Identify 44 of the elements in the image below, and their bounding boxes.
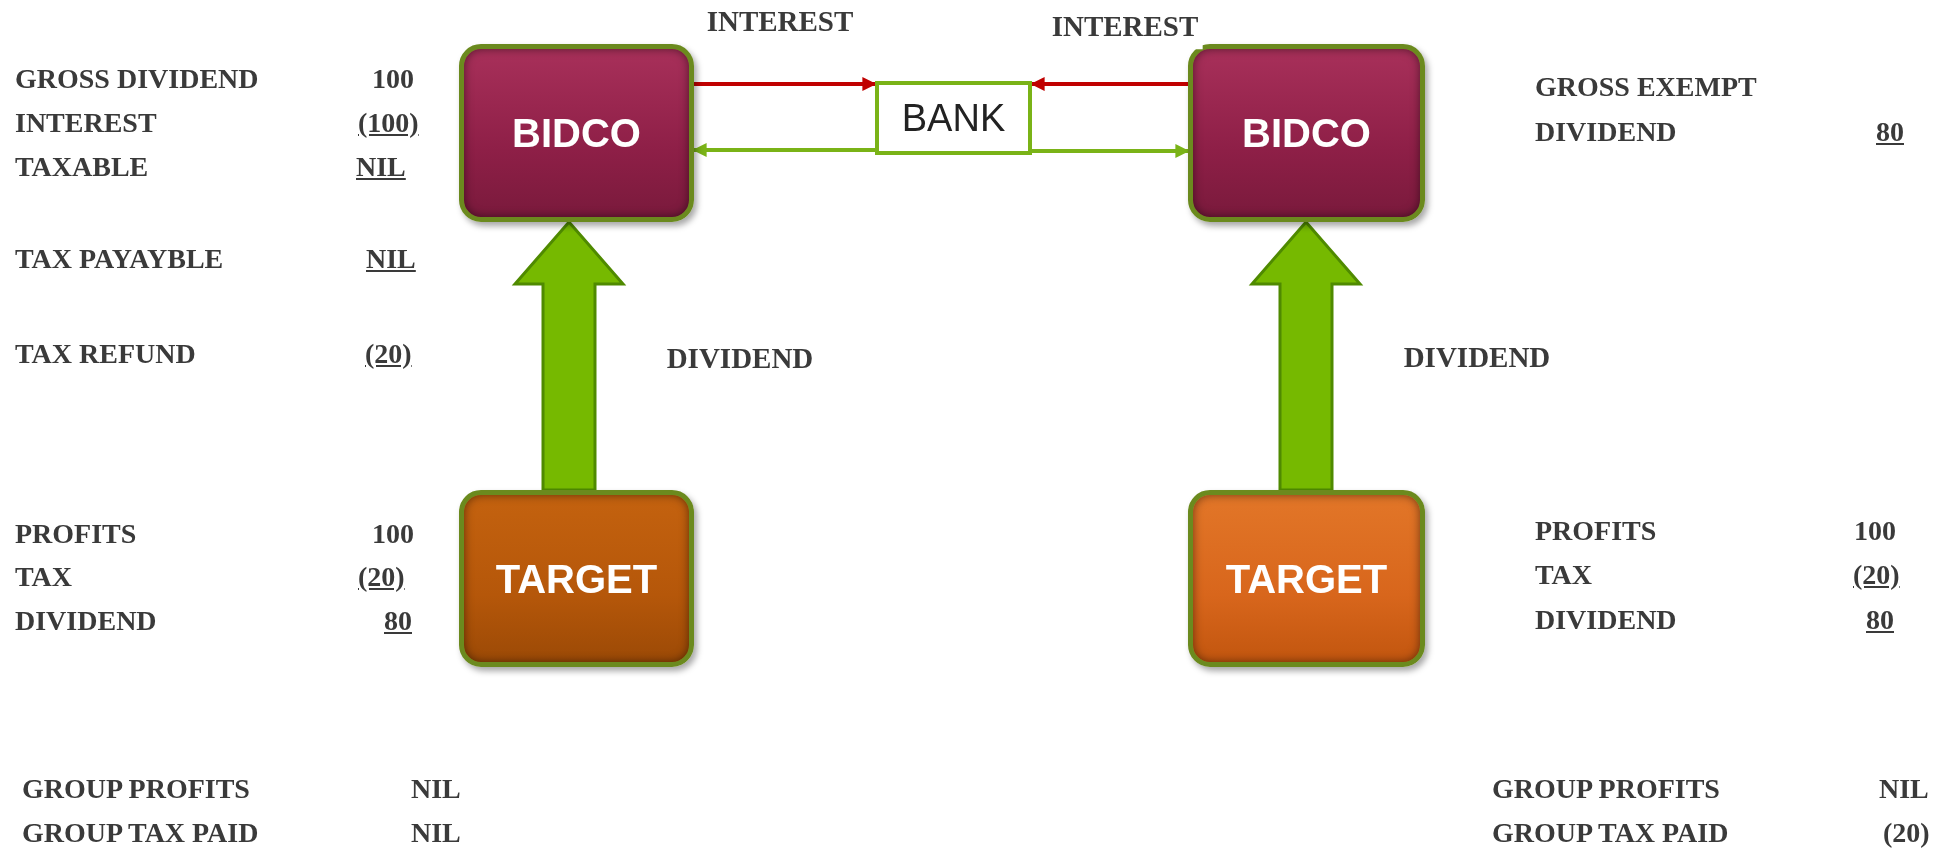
table-text: PROFITS <box>15 520 137 548</box>
table-text: DIVIDEND <box>1535 118 1677 146</box>
table-text: 80 <box>1876 118 1904 146</box>
table-text: TAX <box>1535 561 1593 589</box>
table-text: TAX REFUND <box>15 340 196 368</box>
table-text: NIL <box>411 775 461 803</box>
table-text: 80 <box>1866 606 1894 634</box>
arrow <box>1032 144 1190 158</box>
table-text: 100 <box>372 65 414 93</box>
table-text: PROFITS <box>1535 517 1657 545</box>
table-text: TAXABLE <box>15 153 149 181</box>
table-text: (20) <box>358 563 405 591</box>
table-text: GROUP TAX PAID <box>1492 819 1729 847</box>
table-text: 100 <box>372 520 414 548</box>
table-text: TAX <box>15 563 73 591</box>
table-text: (20) <box>1883 819 1930 847</box>
table-text: NIL <box>1879 775 1929 803</box>
thick-arrow <box>511 219 627 492</box>
table-text: GROUP TAX PAID <box>22 819 259 847</box>
table-text: GROUP PROFITS <box>22 775 250 803</box>
table-text: NIL <box>366 245 416 273</box>
table-text: (100) <box>358 109 419 137</box>
table-text: (20) <box>1853 561 1900 589</box>
table-text: GROUP PROFITS <box>1492 775 1720 803</box>
table-text: GROSS DIVIDEND <box>15 65 259 93</box>
thick-arrow <box>1248 219 1364 492</box>
company-box: TARGET <box>1188 490 1425 667</box>
table-text: 100 <box>1854 517 1896 545</box>
table-text: INTEREST <box>15 109 157 137</box>
arrow <box>694 77 877 91</box>
table-text: 80 <box>384 607 412 635</box>
table-text: NIL <box>411 819 461 847</box>
company-box: TARGET <box>459 490 694 667</box>
table-text: DIVIDEND <box>15 607 157 635</box>
company-box: BIDCO <box>459 44 694 222</box>
table-text: DIVIDEND <box>1535 606 1677 634</box>
table-text: (20) <box>365 340 412 368</box>
table-text: TAX PAYAYBLE <box>15 245 224 273</box>
table-text: NIL <box>356 153 406 181</box>
arrow <box>1030 77 1188 91</box>
company-box: BIDCO <box>1188 44 1425 222</box>
bank-box: BANK <box>875 81 1032 155</box>
table-text: GROSS EXEMPT <box>1535 73 1757 101</box>
arrow <box>692 143 875 157</box>
